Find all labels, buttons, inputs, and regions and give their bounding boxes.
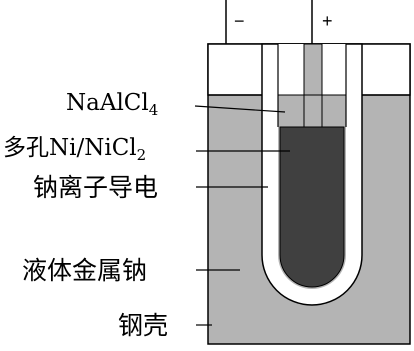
label-conductor: 钠离子导电	[33, 173, 159, 202]
label-naalcl4: NaAlCl4	[66, 90, 159, 119]
negative-terminal-label: −	[234, 11, 245, 31]
label-sodium: 液体金属钠	[22, 256, 148, 285]
leader-naalcl4	[194, 105, 286, 113]
label-shell: 钢壳	[118, 311, 169, 340]
positive-terminal-label: +	[322, 11, 333, 31]
current-collector	[303, 43, 323, 128]
label-ni-nicl2: 多孔Ni/NiCl2	[3, 135, 147, 164]
ni-electrode	[279, 126, 345, 288]
